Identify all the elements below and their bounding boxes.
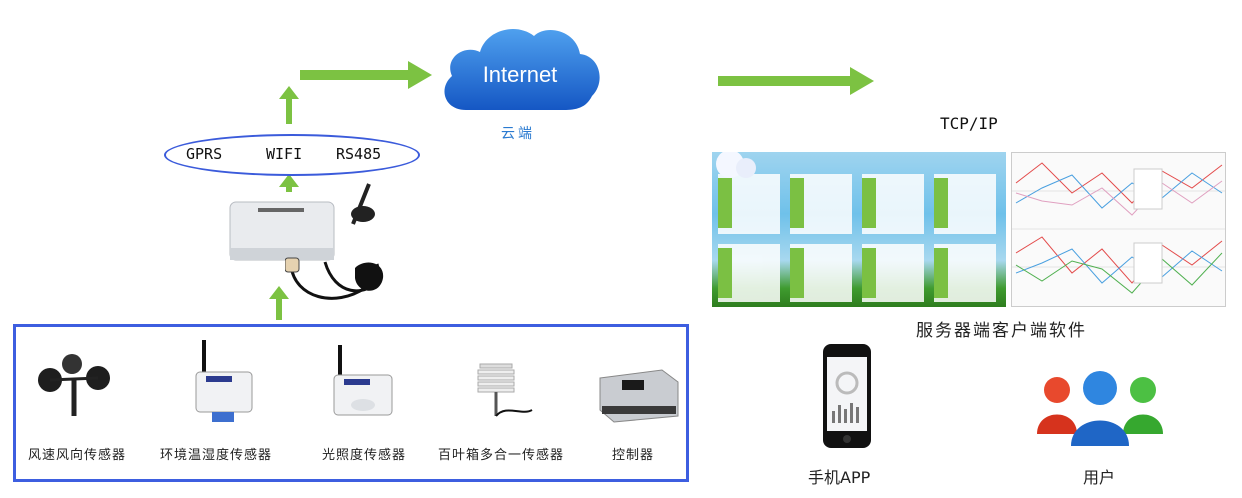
arrow-to-server <box>718 67 874 95</box>
smartphone-icon <box>823 344 871 448</box>
software-chart-screenshot <box>1011 152 1226 307</box>
conn-gprs: GPRS <box>186 145 223 163</box>
sensor-label-light: 光照度传感器 <box>322 448 407 463</box>
sensor-label-temp-humidity: 环境温湿度传感器 <box>160 448 273 463</box>
arrow-sensors-to-gateway <box>269 286 289 320</box>
sensor-label-louver-box: 百叶箱多合一传感器 <box>438 448 565 463</box>
sensor-label-wind: 风速风向传感器 <box>28 448 127 463</box>
sensor-panel <box>13 324 689 482</box>
cloud-caption: 云端 <box>501 126 535 142</box>
users-caption: 用户 <box>1083 468 1116 487</box>
arrow-oval-to-cloud <box>279 86 299 124</box>
gateway-device-icon <box>229 201 335 261</box>
arrow-to-cloud <box>300 61 432 89</box>
arrow-gateway-to-oval <box>279 174 299 192</box>
cloud-label: Internet <box>482 62 558 87</box>
tcp-ip-label: TCP/IP <box>940 114 998 133</box>
users-icon <box>1037 371 1163 446</box>
antenna-cable-icon <box>285 183 384 300</box>
mobile-app-caption: 手机APP <box>808 468 871 487</box>
software-caption: 服务器端客户端软件 <box>916 321 1087 341</box>
conn-rs485: RS485 <box>336 145 382 163</box>
cloud-icon <box>444 29 600 111</box>
dashboard-panels-icon <box>716 152 996 302</box>
controller-icon <box>599 369 679 423</box>
software-dashboard-screenshot <box>712 152 1006 307</box>
connectivity-oval <box>164 134 420 176</box>
anemometer-icon <box>38 354 110 416</box>
conn-wifi: WIFI <box>266 145 303 163</box>
line-charts-icon <box>1012 162 1225 294</box>
temperature-humidity-sensor-icon <box>195 340 253 422</box>
light-sensor-icon <box>333 345 393 416</box>
louver-box-sensor-icon <box>477 363 533 417</box>
sensor-label-controller: 控制器 <box>612 448 655 463</box>
